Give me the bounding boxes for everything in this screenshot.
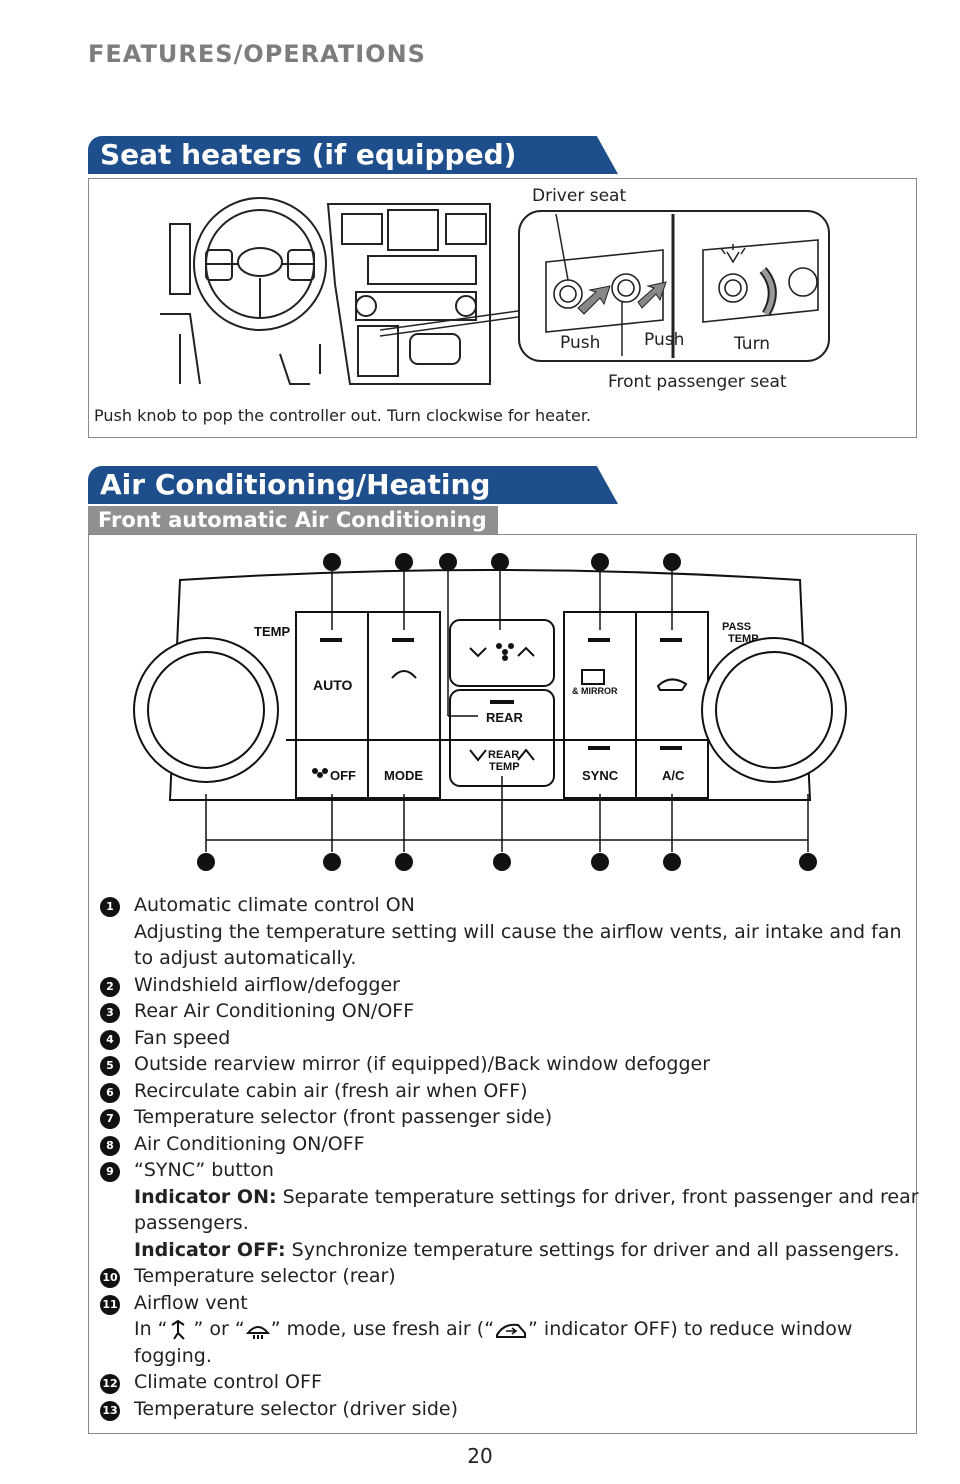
auto-button-label: AUTO <box>313 677 353 693</box>
driver-seat-label: Driver seat <box>532 186 627 206</box>
indicator-off-text: Synchronize temperature settings for dri… <box>291 1238 900 1261</box>
list-item: 8 Air Conditioning ON/OFF <box>100 1131 920 1158</box>
list-item: 2 Windshield airflow/defogger <box>100 972 920 999</box>
item-number: 10 <box>100 1268 120 1288</box>
dashboard-illustration <box>160 197 491 385</box>
item-text: Windshield airflow/defogger <box>134 973 400 996</box>
item-subtext: Adjusting the temperature setting will c… <box>134 920 902 970</box>
item-number: 6 <box>100 1082 120 1103</box>
item-text: Airflow vent <box>134 1291 248 1314</box>
sync-button-label: SYNC <box>582 768 619 783</box>
item-number: 8 <box>100 1135 120 1156</box>
item-text: Temperature selector (front passenger si… <box>134 1106 553 1128</box>
ac-box <box>88 534 917 1434</box>
item-text: Climate control OFF <box>134 1371 322 1393</box>
item-number: 13 <box>100 1400 120 1421</box>
mode-button-label: MODE <box>384 768 423 783</box>
item-text: “SYNC” button <box>134 1159 274 1181</box>
recirculate-air-icon <box>496 1323 527 1338</box>
list-item: 5 Outside rearview mirror (if equipped)/… <box>100 1051 920 1078</box>
indicator-off-line: Indicator OFF: Synchronize temperature s… <box>134 1237 920 1264</box>
seat-heaters-caption: Push knob to pop the controller out. Tur… <box>94 406 592 425</box>
mirror-button-label: & MIRROR <box>572 686 618 696</box>
item-number: 4 <box>100 1029 120 1050</box>
ac-subtitle: Front automatic Air Conditioning <box>88 506 498 534</box>
off-button-label: OFF <box>330 768 356 783</box>
climate-control-panel: TEMP PASS TEMP AUTO OFF MODE REAR REAR T… <box>133 553 847 871</box>
indicator-off-label: Indicator OFF: <box>134 1238 286 1261</box>
list-item: 9 “SYNC” button Indicator ON: Separate t… <box>100 1157 920 1263</box>
windshield-defog-icon <box>245 1325 270 1339</box>
turn-label: Turn <box>734 334 771 354</box>
item-text: Temperature selector (rear) <box>134 1265 396 1287</box>
push-label-1: Push <box>560 333 601 353</box>
seat-heater-closeup <box>518 210 830 362</box>
item-number: 12 <box>100 1374 120 1394</box>
panel-pass-temp-label: TEMP <box>728 633 759 645</box>
push-label-2: Push <box>644 330 685 350</box>
rear-button-label: REAR <box>486 710 523 725</box>
item-text: Rear Air Conditioning ON/OFF <box>134 1000 415 1022</box>
list-item: 1 Automatic climate control ON Adjusting… <box>100 892 920 972</box>
item-number: 1 <box>100 897 120 917</box>
list-item: 6 Recirculate cabin air (fresh air when … <box>100 1078 920 1105</box>
item-number: 2 <box>100 976 120 997</box>
callout-markers-top <box>197 553 817 871</box>
list-item: 3 Rear Air Conditioning ON/OFF <box>100 998 920 1025</box>
item-text: Recirculate cabin air (fresh air when OF… <box>134 1079 528 1102</box>
item-number: 9 <box>100 1162 120 1182</box>
panel-pass-label: PASS <box>722 621 751 633</box>
foot-defog-icon <box>170 1319 185 1340</box>
item-number: 5 <box>100 1056 120 1076</box>
page-number: 20 <box>467 1444 493 1468</box>
list-item: 11 Airflow vent In “ ” or “ ” mode, use fr… <box>100 1290 920 1370</box>
indicator-on-label: Indicator ON: <box>134 1185 277 1208</box>
indicator-on-text: Separate temperature settings for driver… <box>134 1185 919 1235</box>
seat-heaters-box <box>88 178 917 438</box>
item-text: Automatic climate control ON <box>134 894 415 916</box>
ac-title: Air Conditioning/Heating <box>88 466 618 504</box>
list-item: 12 Climate control OFF <box>100 1369 920 1396</box>
item-text: Temperature selector (driver side) <box>134 1397 459 1420</box>
item-number: 7 <box>100 1109 120 1129</box>
note-part: ” or “ <box>193 1318 245 1340</box>
panel-temp-label: TEMP <box>254 624 290 639</box>
section-header: FEATURES/OPERATIONS <box>88 40 426 68</box>
rear-temp-label-1: REAR <box>488 749 519 761</box>
ac-button-label: A/C <box>662 768 685 783</box>
list-item: 7 Temperature selector (front passenger … <box>100 1104 920 1131</box>
item-text: Fan speed <box>134 1026 231 1049</box>
seat-heaters-title: Seat heaters (if equipped) <box>88 136 618 174</box>
note-part: ” mode, use fresh air (“ <box>270 1318 495 1340</box>
list-item: 4 Fan speed <box>100 1025 920 1052</box>
item-number: 11 <box>100 1294 120 1315</box>
ac-feature-list: 1 Automatic climate control ON Adjusting… <box>100 892 920 1422</box>
passenger-seat-label: Front passenger seat <box>608 372 787 392</box>
airflow-note: In “ ” or “ ” mode, use fresh air (“” indi… <box>134 1316 920 1369</box>
item-number: 3 <box>100 1003 120 1023</box>
note-part: ” indicator OFF) to reduce window foggin… <box>134 1318 853 1367</box>
list-item: 13 Temperature selector (driver side) <box>100 1396 920 1423</box>
note-part: In “ <box>134 1318 168 1340</box>
indicator-on-line: Indicator ON: Separate temperature setti… <box>134 1184 920 1237</box>
item-text: Outside rearview mirror (if equipped)/Ba… <box>134 1053 711 1075</box>
seat-callout-line <box>380 309 526 337</box>
rear-temp-label-2: TEMP <box>489 761 520 773</box>
item-text: Air Conditioning ON/OFF <box>134 1132 365 1155</box>
list-item: 10 Temperature selector (rear) <box>100 1263 920 1290</box>
